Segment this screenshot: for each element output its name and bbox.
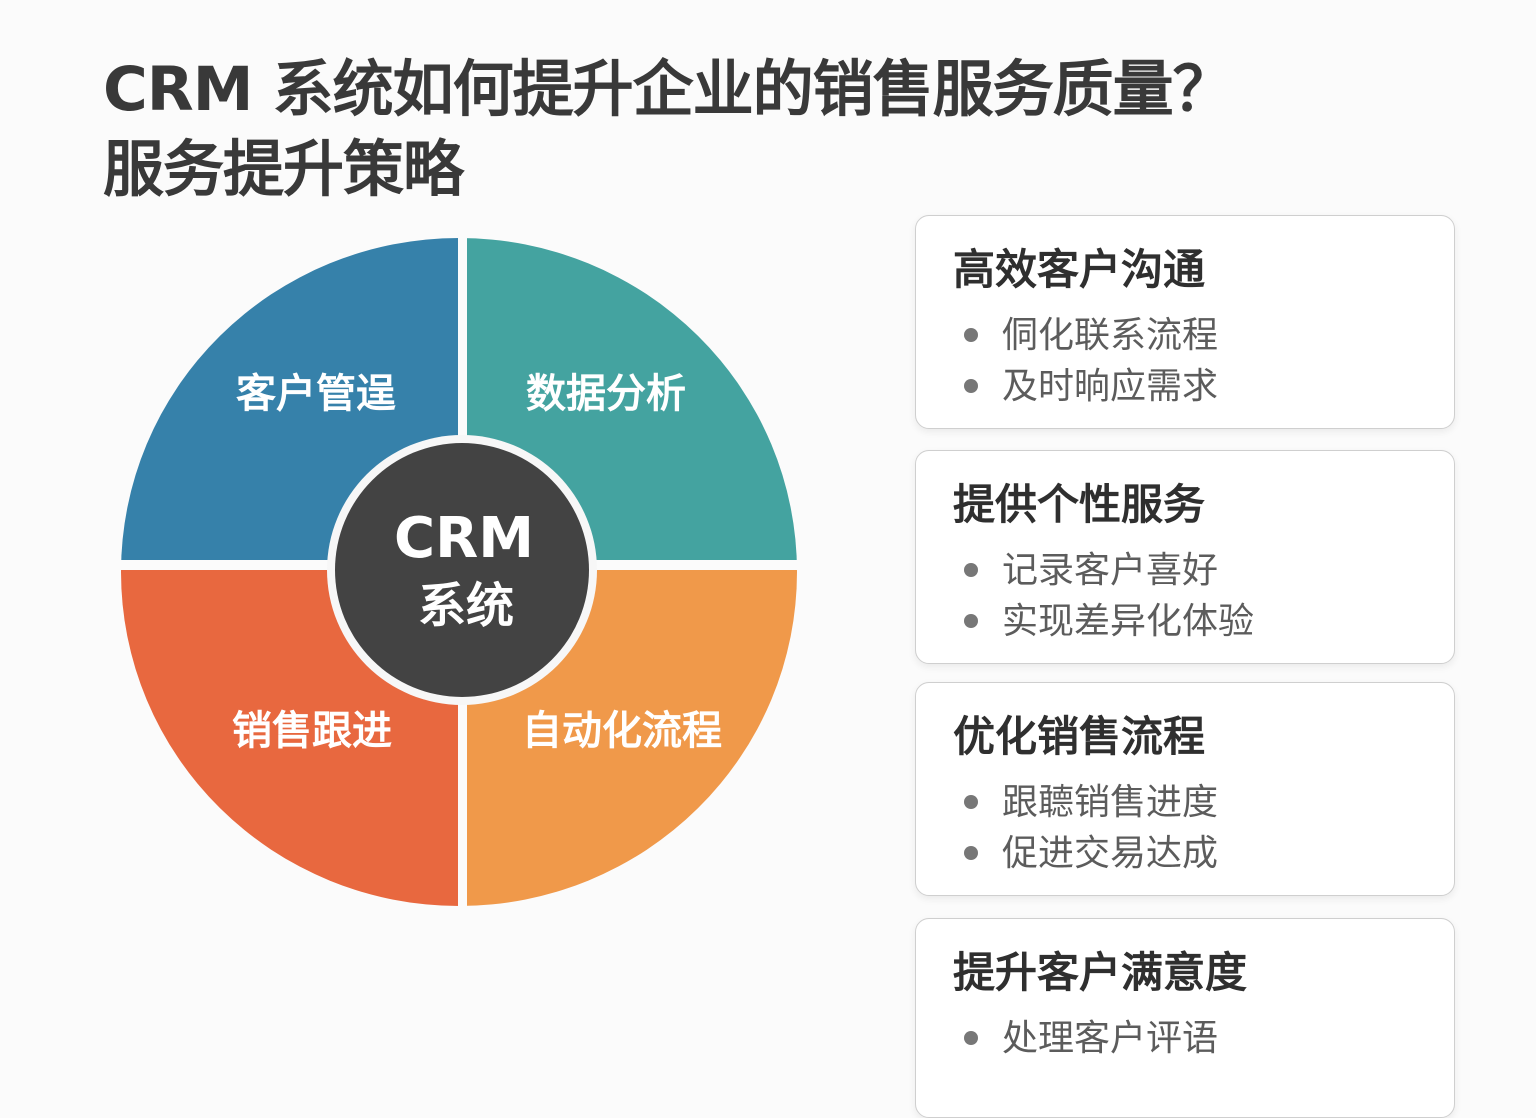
bullet-item: 促进交易达成	[916, 828, 1218, 879]
bullet-item: 侗化联系流程	[916, 310, 1218, 361]
bullet-item: 跟聼销售进度	[916, 777, 1218, 828]
bullet-dot-icon	[964, 795, 978, 809]
center-disc	[335, 443, 589, 697]
bullet-dot-icon	[964, 614, 978, 628]
bullet-item: 实现差异化体验	[916, 596, 1254, 647]
page-title-line-1: CRM 系统如何提升企业的销售服务质量？	[103, 54, 1234, 125]
quadrant-label-sales-follow-up: 销售跟进	[232, 708, 392, 754]
strategy-card-communication: 高效客户沟通 侗化联系流程 及时晌应需求	[915, 215, 1455, 429]
card-bullet-list: 跟聼销售进度 促进交易达成	[916, 777, 1218, 879]
bullet-text: 及时晌应需求	[1002, 366, 1219, 407]
strategy-card-personalized-service: 提供个性服务 记录客户喜好 实现差异化体验	[915, 450, 1455, 664]
bullet-text: 处理客户评语	[1002, 1018, 1219, 1059]
strategy-card-customer-satisfaction: 提升客户满意度 处理客户评语	[915, 918, 1455, 1118]
center-label-system: 系统	[418, 578, 514, 634]
bullet-text: 跟聼销售进度	[1002, 782, 1219, 823]
bullet-dot-icon	[964, 846, 978, 860]
card-title: 优化销售流程	[953, 712, 1206, 761]
card-title: 提供个性服务	[953, 480, 1206, 529]
bullet-dot-icon	[964, 379, 978, 393]
card-bullet-list: 记录客户喜好 实现差异化体验	[916, 545, 1254, 647]
card-bullet-list: 处理客户评语	[916, 1013, 1218, 1064]
bullet-item: 及时晌应需求	[916, 361, 1218, 412]
card-title: 提升客户满意度	[953, 948, 1248, 997]
card-title: 高效客户沟通	[953, 245, 1206, 294]
strategy-card-sales-process: 优化销售流程 跟聼销售进度 促进交易达成	[915, 682, 1455, 896]
bullet-dot-icon	[964, 328, 978, 342]
bullet-text: 促进交易达成	[1002, 833, 1219, 874]
bullet-text: 侗化联系流程	[1002, 315, 1219, 356]
center-label-crm: CRM	[394, 506, 534, 571]
page-title: CRM 系统如何提升企业的销售服务质量？ 服务提升策略	[103, 50, 1234, 210]
quadrant-label-automation-process: 自动化流程	[522, 708, 722, 754]
card-bullet-list: 侗化联系流程 及时晌应需求	[916, 310, 1218, 412]
page-title-line-2: 服务提升策略	[103, 134, 464, 205]
quadrant-label-customer-management: 客户管逞	[236, 371, 396, 417]
quadrant-label-data-analysis: 数据分析	[526, 371, 686, 417]
bullet-text: 记录客户喜好	[1002, 550, 1219, 591]
bullet-dot-icon	[964, 563, 978, 577]
bullet-text: 实现差异化体验	[1002, 601, 1255, 642]
bullet-dot-icon	[964, 1031, 978, 1045]
bullet-item: 处理客户评语	[916, 1013, 1218, 1064]
crm-wheel-diagram: 客户管逞 数据分析 销售跟进 自动化流程 CRM 系统	[121, 238, 797, 906]
bullet-item: 记录客户喜好	[916, 545, 1254, 596]
